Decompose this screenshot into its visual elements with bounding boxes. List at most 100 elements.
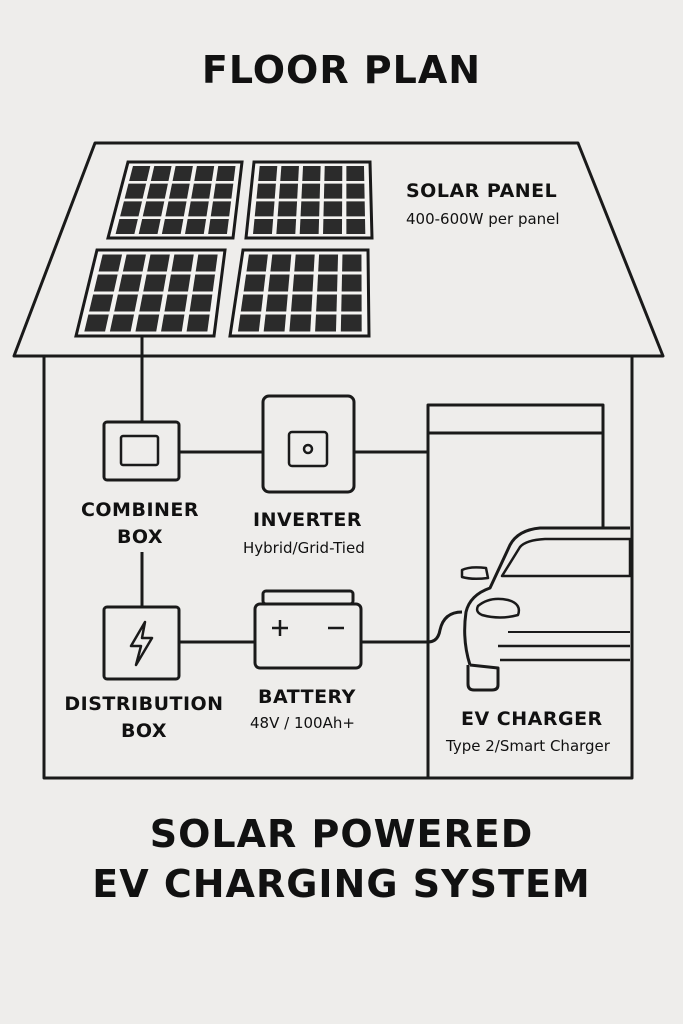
inverter-spec: Hybrid/Grid-Tied (243, 539, 365, 557)
solar-cell (167, 274, 191, 292)
solar-cell (265, 294, 288, 312)
solar-panel-spec: 400-600W per panel (406, 210, 560, 228)
solar-cell (256, 183, 276, 199)
solar-cell (98, 254, 123, 272)
solar-cell (342, 254, 362, 272)
solar-cell (213, 183, 234, 199)
solar-cell (292, 274, 314, 292)
solar-cell (195, 254, 218, 272)
solar-cell (301, 183, 321, 199)
solar-cell (172, 165, 193, 181)
combiner-box-icon (102, 420, 181, 482)
solar-cell (291, 294, 313, 312)
solar-cell (208, 219, 229, 235)
ev-charger-spec: Type 2/Smart Charger (446, 737, 610, 755)
solar-cell (120, 201, 143, 217)
footer-title-line2: EV CHARGING SYSTEM (92, 862, 591, 906)
solar-cell (346, 219, 366, 235)
solar-cell (294, 254, 315, 272)
solar-cell (138, 219, 161, 235)
house-walls (42, 354, 634, 780)
solar-cell (240, 294, 264, 312)
solar-cell (89, 294, 114, 312)
distribution-box-label: DISTRIBUTION BOX (52, 691, 236, 745)
solar-cell (324, 165, 343, 181)
solar-cell (189, 294, 213, 312)
solar-cell (118, 274, 142, 292)
solar-cell (147, 254, 170, 272)
combiner-box-label-line2: BOX (116, 526, 164, 548)
solar-cell (210, 201, 232, 217)
solar-cell (109, 314, 135, 332)
solar-cell (215, 165, 236, 181)
solar-cell (254, 201, 275, 217)
solar-cell (323, 201, 343, 217)
solar-cell (139, 294, 163, 312)
battery-label: BATTERY (258, 686, 356, 708)
battery-icon (253, 589, 363, 670)
solar-cell (318, 254, 339, 272)
solar-cell (186, 314, 210, 332)
solar-cell (161, 219, 184, 235)
distribution-box-label-line2: BOX (120, 720, 168, 742)
solar-cell (317, 274, 338, 292)
solar-cell (165, 201, 187, 217)
solar-cell (84, 314, 109, 332)
solar-cell (191, 183, 212, 199)
inverter-icon (261, 394, 356, 494)
solar-cell (146, 183, 168, 199)
solar-cell (164, 294, 188, 312)
solar-cell (168, 183, 190, 199)
ev-charger-label: EV CHARGER (461, 708, 603, 730)
solar-cell (299, 219, 320, 235)
solar-cell (122, 254, 146, 272)
solar-panel-array (74, 160, 374, 338)
solar-cell (114, 294, 139, 312)
solar-cell (258, 165, 278, 181)
footer-title-line1: SOLAR POWERED (149, 812, 534, 856)
solar-cell (341, 274, 362, 292)
solar-cell (278, 183, 299, 199)
solar-cell (93, 274, 118, 292)
solar-cell (129, 165, 151, 181)
solar-cell (253, 219, 274, 235)
solar-cell (188, 201, 209, 217)
solar-cell (150, 165, 172, 181)
distribution-box-label-line1: DISTRIBUTION (64, 693, 224, 715)
solar-cell (346, 183, 365, 199)
solar-cell (277, 201, 298, 217)
solar-cell (185, 219, 207, 235)
electric-car-icon (460, 526, 632, 692)
solar-cell (340, 314, 362, 332)
solar-cell (316, 294, 337, 312)
solar-cell (280, 165, 299, 181)
combiner-box-label: COMBINER BOX (62, 497, 218, 551)
solar-cell (276, 219, 297, 235)
solar-cell (263, 314, 287, 332)
solar-cell (270, 254, 292, 272)
solar-cell (243, 274, 266, 292)
solar-cell (115, 219, 138, 235)
lightning-bolt-icon (129, 620, 154, 667)
solar-cell (341, 294, 362, 312)
solar-cell (346, 165, 365, 181)
solar-cell (124, 183, 147, 199)
solar-cell (192, 274, 215, 292)
solar-panel-label: SOLAR PANEL (406, 180, 558, 202)
solar-cell (194, 165, 215, 181)
solar-cell (315, 314, 337, 332)
battery-spec: 48V / 100Ah+ (250, 714, 355, 732)
solar-cell (323, 219, 343, 235)
solar-cell (161, 314, 185, 332)
solar-cell (268, 274, 290, 292)
solar-cell (135, 314, 160, 332)
combiner-box-label-line1: COMBINER (80, 499, 200, 521)
solar-cell (302, 165, 321, 181)
inverter-label: INVERTER (253, 509, 363, 531)
solar-cell (237, 314, 261, 332)
solar-cell (346, 201, 365, 217)
solar-cell (289, 314, 312, 332)
solar-cell (143, 274, 167, 292)
